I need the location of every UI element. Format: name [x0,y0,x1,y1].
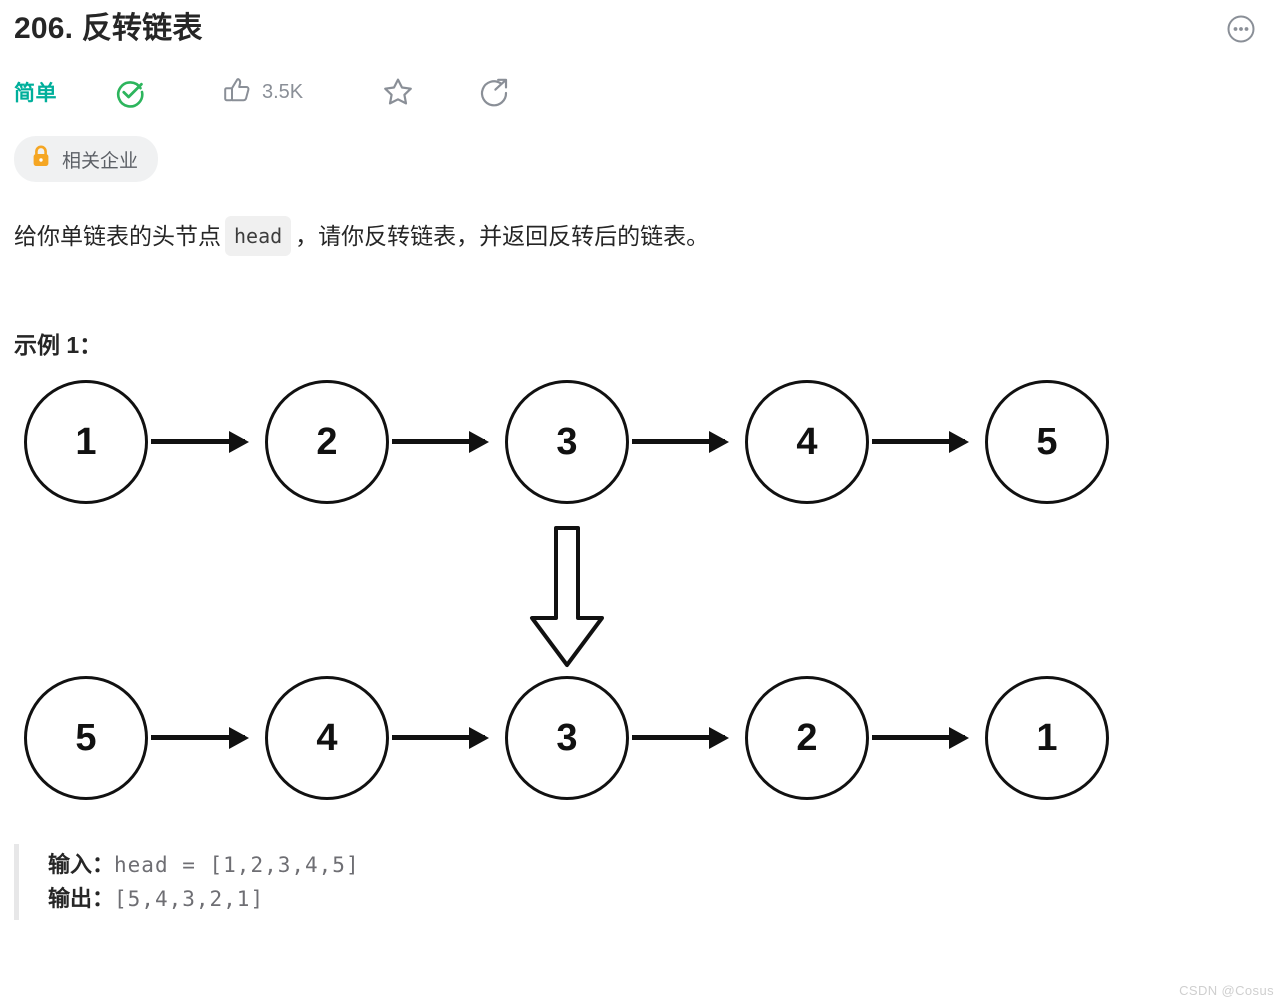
list-node: 4 [745,380,869,504]
example-input-line: 输入： head = [1,2,3,4,5] [48,848,1274,882]
list-node: 3 [505,380,629,504]
star-icon[interactable] [381,75,415,109]
problem-description: 给你单链表的头节点 head ，请你反转链表，并返回反转后的链表。 [14,216,1274,256]
linked-list-row-reversed: 5 4 3 2 1 [14,676,1274,820]
page-title: 206. 反转链表 [14,12,203,45]
example-heading: 示例 1： [14,332,103,358]
list-node: 5 [985,380,1109,504]
list-node: 1 [24,380,148,504]
arrow-down-icon [525,524,609,675]
list-arrow-icon [392,430,489,453]
badge-label: 相关企业 [62,150,139,172]
lock-icon [31,145,51,173]
difficulty-label: 简单 [14,82,57,105]
list-node: 5 [24,676,148,800]
more-horizontal-icon[interactable] [1226,14,1256,49]
output-label: 输出： [48,886,115,911]
example-io-block: 输入： head = [1,2,3,4,5] 输出： [5,4,3,2,1] [14,844,1274,920]
meta-toolbar: 简单 3.5K [14,72,1274,112]
watermark: CSDN @Cosus [1179,983,1274,998]
transform-arrow-container [14,524,1274,676]
input-value: head = [1,2,3,4,5] [114,853,360,877]
related-companies-badge[interactable]: 相关企业 [14,136,159,182]
list-arrow-icon [632,430,729,453]
title-row: 206. 反转链表 [14,0,1274,50]
example-output-line: 输出： [5,4,3,2,1] [48,882,1274,916]
badge-row: 相关企业 [14,136,1274,182]
input-label: 输入： [48,852,115,877]
like-count: 3.5K [262,80,304,103]
description-text-after: ，请你反转链表，并返回反转后的链表。 [295,223,710,249]
linked-list-row-original: 1 2 3 4 5 [14,380,1274,524]
list-node: 1 [985,676,1109,800]
list-arrow-icon [872,726,969,749]
share-icon[interactable] [477,75,511,109]
list-node: 3 [505,676,629,800]
list-arrow-icon [632,726,729,749]
linked-list-diagram: 1 2 3 4 5 5 4 3 2 1 [14,380,1274,820]
list-node: 2 [265,380,389,504]
output-value: [5,4,3,2,1] [114,887,265,911]
list-arrow-icon [872,430,969,453]
thumbs-up-icon [221,74,253,111]
list-node: 2 [745,676,869,800]
list-arrow-icon [392,726,489,749]
list-arrow-icon [151,430,249,453]
list-arrow-icon [151,726,249,749]
like-button[interactable]: 3.5K [221,74,303,111]
list-node: 4 [265,676,389,800]
check-circle-icon[interactable] [113,75,147,109]
inline-code-head: head [225,216,292,256]
description-text-before: 给你单链表的头节点 [14,223,221,249]
